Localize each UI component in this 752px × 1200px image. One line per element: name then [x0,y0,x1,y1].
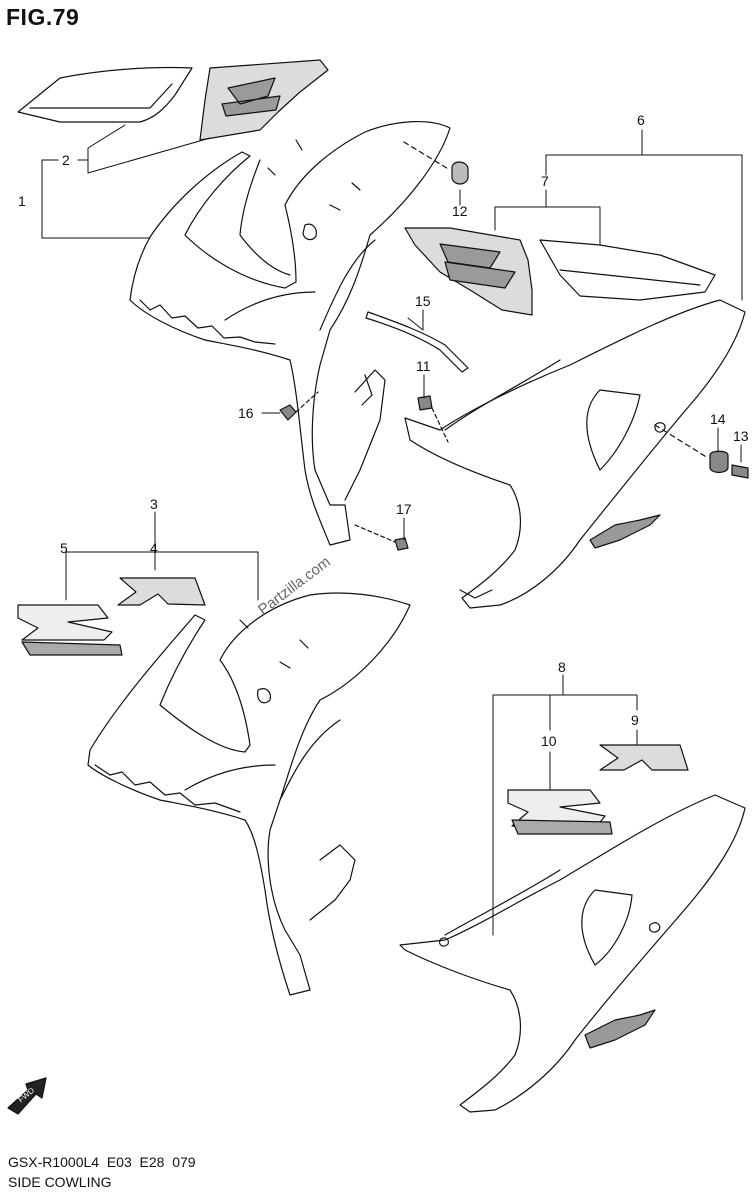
callout-1: 1 [18,193,26,209]
decal-r-lower-right [599,744,689,771]
callout-numbers: 1 2 3 4 5 6 7 8 9 10 11 12 13 14 15 16 1… [18,112,749,749]
callout-10: 10 [541,733,557,749]
cowling-lower-right [399,744,746,1113]
decal-gsx-lower-left [17,604,113,641]
callout-3: 3 [150,496,158,512]
section-name: SIDE COWLING [8,1174,112,1190]
callout-13: 13 [733,428,749,444]
figure-title: FIG.79 [6,4,80,30]
cowling-upper-left [17,59,469,551]
callout-12: 12 [452,203,468,219]
callout-11: 11 [416,358,431,374]
cowling-lower-left [17,577,411,996]
footer: GSX-R1000L4 E03 E28 079 SIDE COWLING [8,1152,196,1192]
callout-6: 6 [637,112,645,128]
callout-4: 4 [150,540,158,556]
callout-16: 16 [238,405,254,421]
callout-15: 15 [415,293,431,309]
model-code: GSX-R1000L4 E03 E28 079 [8,1154,196,1170]
decal-stripe-right [539,239,716,301]
leader-lines [41,124,743,936]
callout-2: 2 [62,152,70,168]
fwd-arrow-icon: FWD [7,1077,47,1115]
callout-5: 5 [60,540,68,556]
callout-8: 8 [558,659,566,675]
cowling-upper-right [404,227,749,609]
decal-stripe-left [17,66,193,123]
callout-14: 14 [710,411,726,427]
callout-17: 17 [396,501,412,517]
decal-r-lower-left [117,577,206,606]
callout-9: 9 [631,712,639,728]
callout-7: 7 [541,173,549,189]
decal-gsx-lower-right [507,789,606,827]
